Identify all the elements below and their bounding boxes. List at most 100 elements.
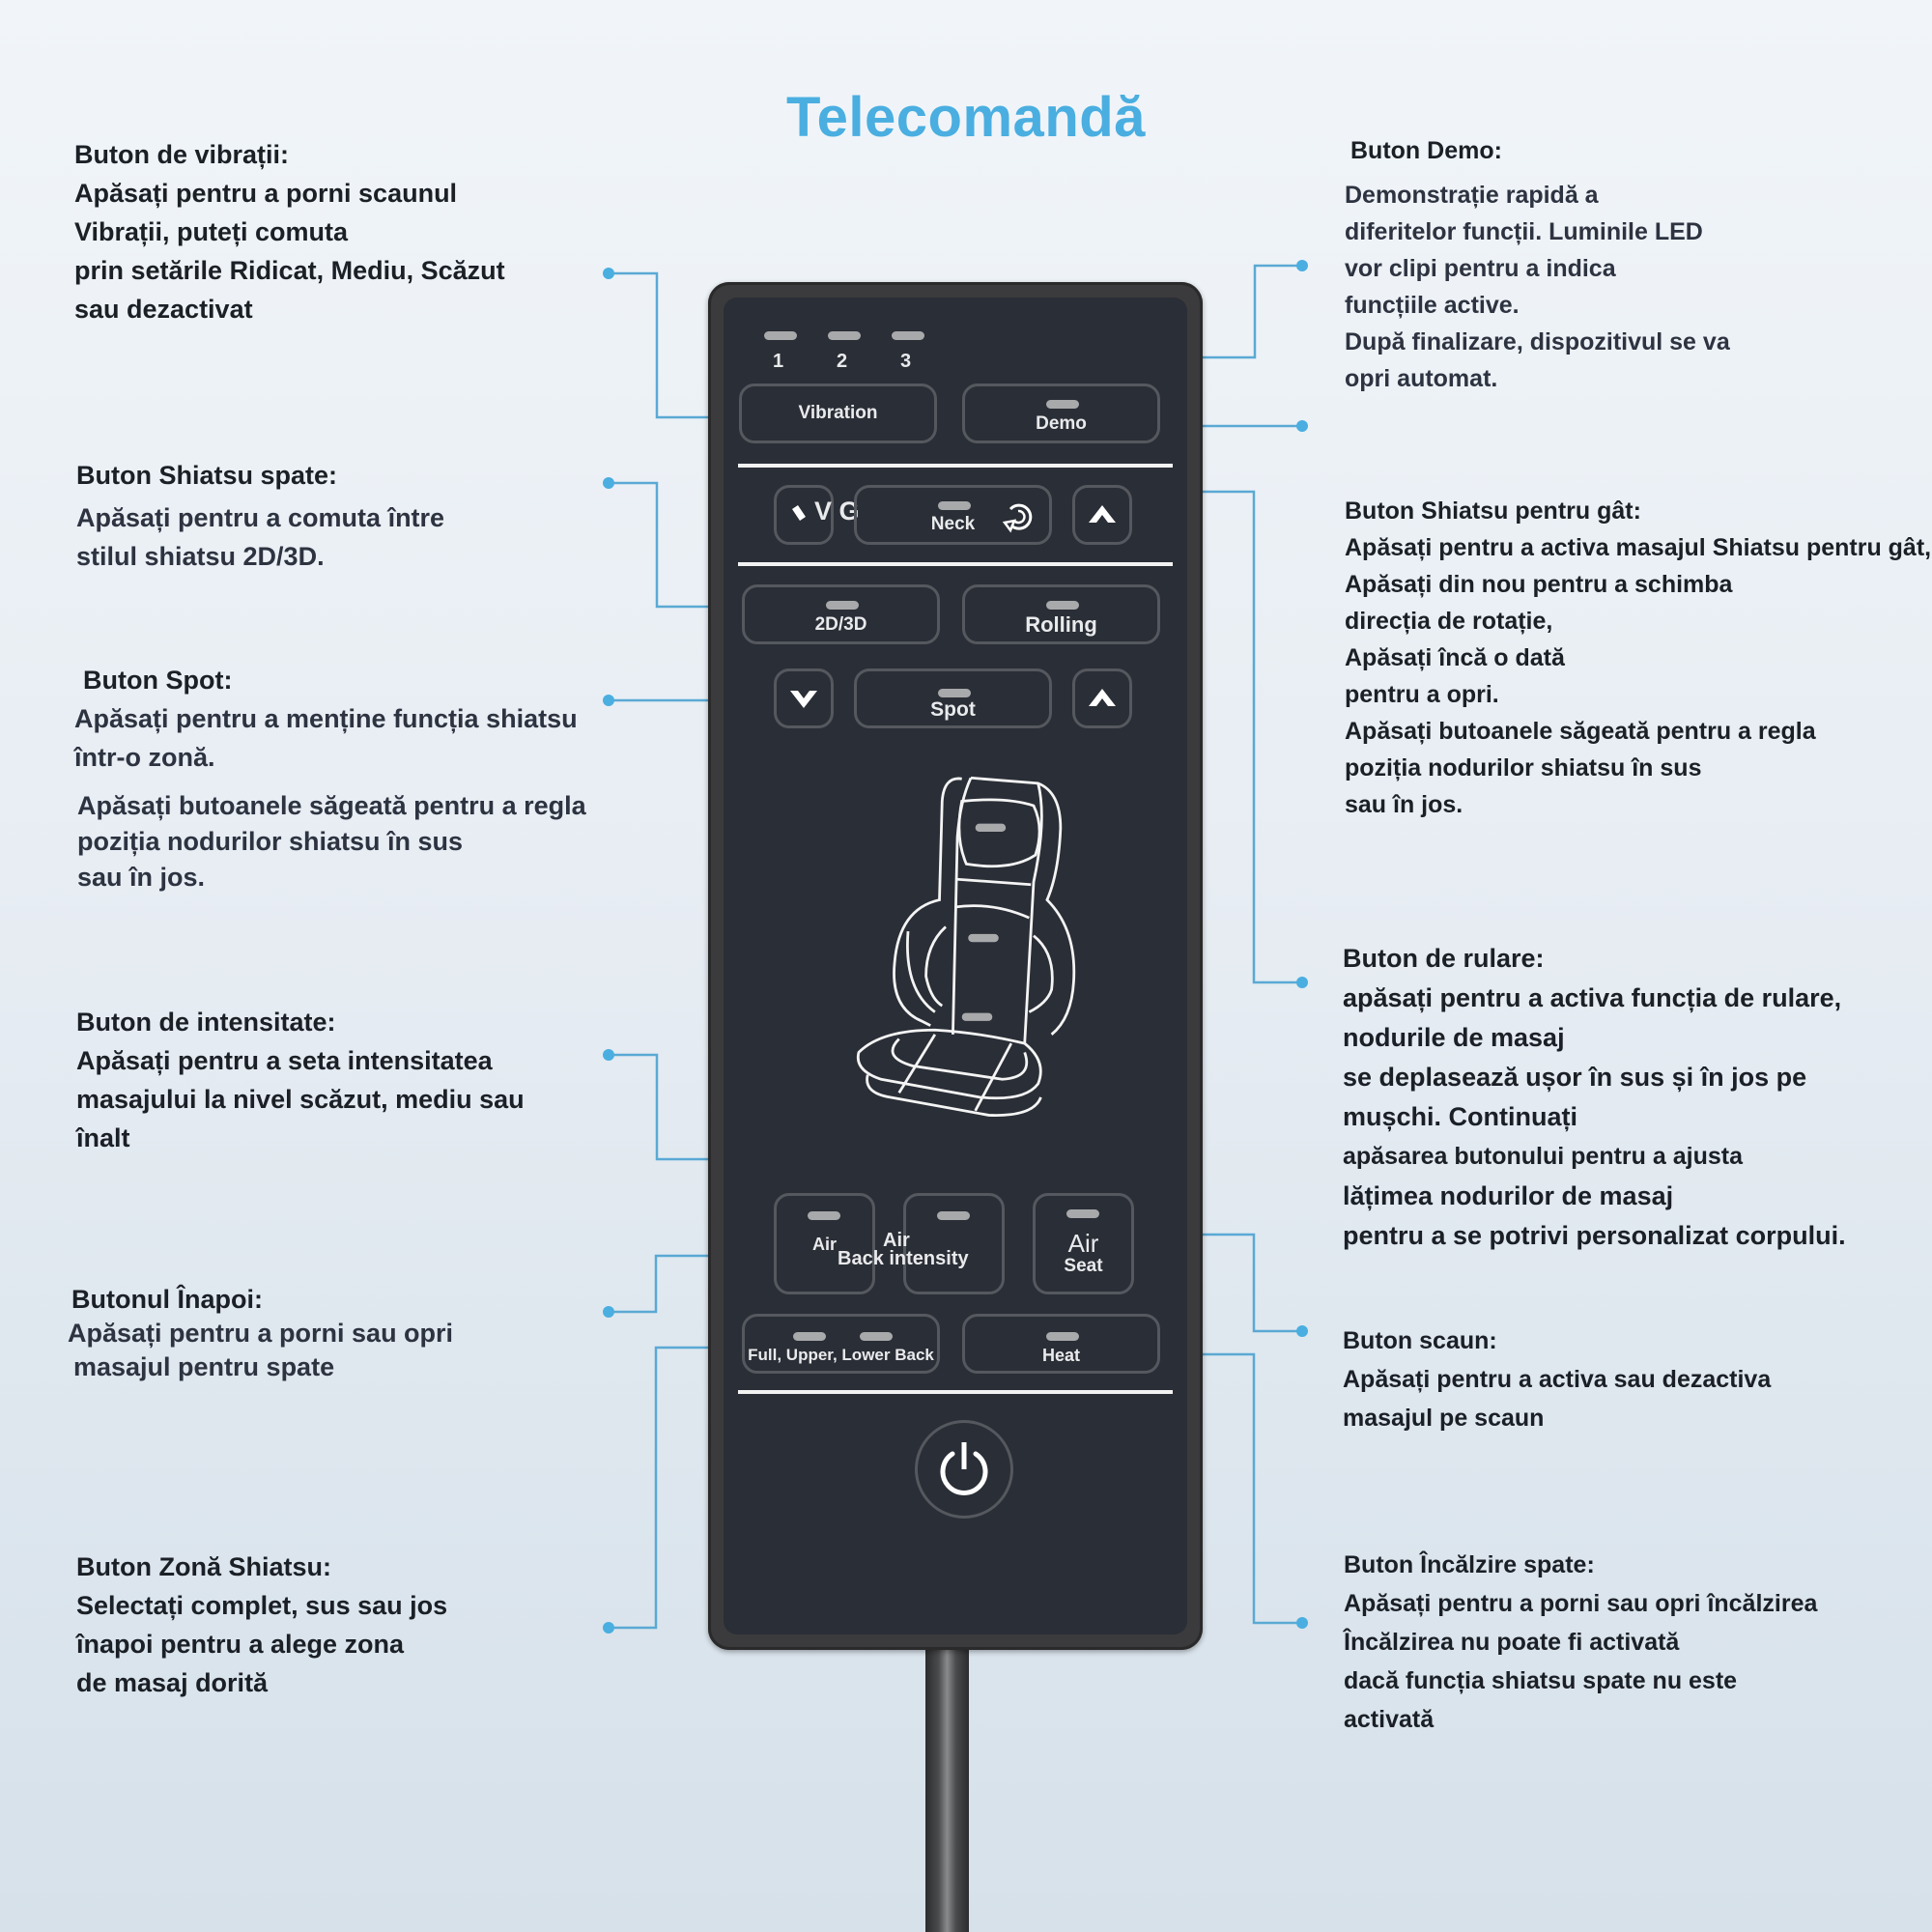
massage-seat-illustration — [856, 776, 1076, 1117]
callout-zone: Buton Zonă Shiatsu: Selectați complet, s… — [76, 1548, 447, 1702]
callout-heading: Buton de intensitate: — [76, 1008, 336, 1037]
callout-line: apăsarea butonului pentru a ajusta — [1343, 1143, 1743, 1170]
vg-label: V G — [814, 497, 860, 526]
demo-button[interactable]: Demo — [962, 384, 1160, 443]
neck-up-button[interactable] — [1072, 485, 1132, 545]
air-left-label: Air — [811, 1235, 837, 1254]
callout-heading: Butonul Înapoi: — [71, 1285, 263, 1314]
callout-line: dacă funcția shiatsu spate nu este — [1344, 1667, 1738, 1694]
demo-label: Demo — [1036, 413, 1087, 434]
callout-line: mușchi. Continuați — [1343, 1102, 1577, 1131]
air-intensity-led — [937, 1211, 970, 1220]
heat-led — [1046, 1332, 1079, 1341]
callout-line: funcțiile active. — [1345, 292, 1520, 319]
callout-heading: Buton de vibrații: — [74, 140, 289, 169]
divider — [738, 562, 1173, 566]
air-intensity-button[interactable] — [903, 1193, 1005, 1294]
spot-up-button[interactable] — [1072, 668, 1132, 728]
callout-line: diferitelor funcții. Luminile LED — [1345, 218, 1703, 245]
callout-rolling: Buton de rulare: apăsați pentru a activa… — [1343, 939, 1846, 1256]
callout-line: Apăsați pentru a seta intensitatea — [76, 1046, 493, 1075]
callout-line: Apăsați încă o dată — [1345, 644, 1565, 671]
callout-line: După finalizare, dispozitivul se va — [1345, 328, 1730, 355]
callout-line: într-o zonă. — [74, 743, 215, 772]
2d3d-led — [826, 601, 859, 610]
callout-line: prin setările Ridicat, Mediu, Scăzut — [74, 256, 505, 285]
vibration-button[interactable]: Vibration — [739, 384, 937, 443]
callout-line: vor clipi pentru a indica — [1345, 255, 1616, 282]
power-button[interactable] — [915, 1420, 1013, 1519]
remote-cable — [925, 1642, 969, 1932]
divider — [738, 464, 1173, 468]
neck-label: Neck — [930, 514, 976, 534]
callout-heading: Buton Încălzire spate: — [1344, 1551, 1595, 1578]
zone-label: Full, Upper, Lower Back — [748, 1346, 934, 1364]
callout-line: opri automat. — [1345, 365, 1498, 392]
callout-line: pentru a opri. — [1345, 681, 1499, 708]
spot-label: Spot — [930, 698, 976, 721]
diagonal-arrow-icon — [792, 505, 806, 521]
callout-heading: Buton Shiatsu pentru gât: — [1345, 497, 1641, 525]
callout-line: Încălzirea nu poate fi activată — [1344, 1629, 1680, 1656]
remote-panel: 1 2 3 Vibration Demo V G Neck — [724, 298, 1187, 1634]
callout-line: Apăsați pentru a porni sau opri — [68, 1319, 454, 1348]
neck-down-button[interactable] — [774, 485, 834, 545]
rolling-led — [1046, 601, 1079, 610]
level-label-1: 1 — [773, 351, 784, 372]
callout-intensity: Buton de intensitate: Apăsați pentru a s… — [76, 1003, 525, 1157]
callout-heading: Buton de rulare: — [1343, 944, 1545, 973]
spot-down-button[interactable] — [774, 668, 834, 728]
callout-line: poziția nodurilor shiatsu în sus — [77, 827, 464, 856]
callout-line: nodurile de masaj — [1343, 1023, 1565, 1052]
callout-heading: Buton Zonă Shiatsu: — [76, 1552, 331, 1581]
callout-line: Vibrații, puteți comuta — [74, 217, 349, 246]
rotate-icon — [1002, 503, 1033, 533]
2d3d-button[interactable]: 2D/3D — [742, 584, 940, 644]
air-back-button[interactable]: Air — [774, 1193, 875, 1294]
callout-line: sau în jos. — [1345, 791, 1463, 818]
callout-line: Apăsați butoanele săgeată pentru a regla — [1345, 718, 1816, 745]
callout-heat: Buton Încălzire spate: Apăsați pentru a … — [1344, 1546, 1817, 1739]
2d3d-label: 2D/3D — [814, 614, 867, 635]
vibration-label: Vibration — [798, 403, 878, 423]
callout-heading: Buton Demo: — [1350, 137, 1502, 164]
callout-heading: Buton Shiatsu spate: — [76, 461, 338, 490]
chevron-up-icon — [1089, 505, 1116, 523]
callout-line: masajului la nivel scăzut, mediu sau — [76, 1085, 525, 1114]
power-icon — [940, 1442, 988, 1495]
callout-line: Apăsați butoanele săgeată pentru a regla — [77, 791, 586, 820]
callout-line: Apăsați pentru a comuta între — [76, 503, 445, 532]
callout-heading: Buton scaun: — [1343, 1327, 1497, 1354]
remote-control: 1 2 3 Vibration Demo V G Neck — [708, 282, 1203, 1650]
callout-line: apăsați pentru a activa funcția de rular… — [1343, 983, 1842, 1012]
callout-line: poziția nodurilor shiatsu în sus — [1345, 754, 1702, 781]
back-intensity-label: Back intensity — [838, 1248, 969, 1269]
callout-line: masajul pentru spate — [73, 1352, 335, 1381]
heat-button[interactable]: Heat — [962, 1314, 1160, 1374]
callout-line: Apăsați pentru a porni scaunul — [74, 179, 458, 208]
callout-demo: Buton Demo: Demonstrație rapidă a diferi… — [1345, 132, 1730, 397]
callout-line: Apăsați din nou pentru a schimba — [1345, 571, 1733, 598]
callout-line: înapoi pentru a alege zona — [76, 1630, 405, 1659]
level-led-1 — [764, 331, 797, 340]
spot-button[interactable]: Spot — [854, 668, 1052, 728]
level-led-2 — [828, 331, 861, 340]
callout-line: înalt — [76, 1123, 130, 1152]
air-seat-button[interactable]: Air Seat — [1033, 1193, 1134, 1294]
zone-led-1 — [793, 1332, 826, 1341]
callout-heading: Buton Spot: — [83, 666, 233, 695]
callout-line: pentru a se potrivi personalizat corpulu… — [1343, 1221, 1846, 1250]
neck-button[interactable]: Neck — [854, 485, 1052, 545]
divider — [738, 1390, 1173, 1394]
zone-button[interactable]: Full, Upper, Lower Back — [742, 1314, 940, 1374]
neck-led — [938, 501, 971, 510]
callout-line: se deplasează ușor în sus și în jos pe — [1343, 1063, 1807, 1092]
callout-vibration: Buton de vibrații: Apăsați pentru a porn… — [74, 135, 505, 328]
chevron-down-icon — [790, 691, 817, 708]
callout-line: Demonstrație rapidă a — [1345, 182, 1599, 209]
callout-line: sau dezactivat — [74, 295, 253, 324]
rolling-button[interactable]: Rolling — [962, 584, 1160, 644]
level-led-3 — [892, 331, 924, 340]
callout-back: Butonul Înapoi: Apăsați pentru a porni s… — [68, 1283, 454, 1384]
callout-line: Apăsați pentru a activa sau dezactiva — [1343, 1366, 1772, 1393]
